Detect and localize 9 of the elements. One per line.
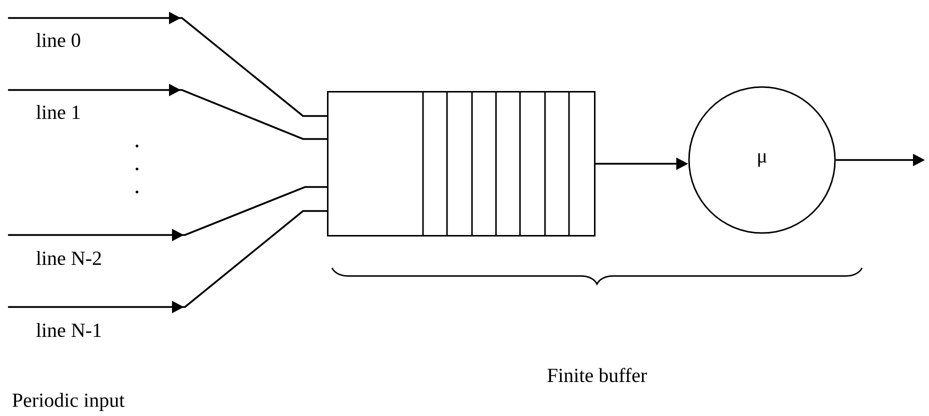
caption-label: Finite buffer <box>548 368 647 382</box>
caption-label: Periodic input <box>12 392 125 412</box>
queue-buffer-drawing <box>327 91 596 236</box>
line-label: line 0 <box>36 32 80 48</box>
arrow <box>8 12 327 117</box>
line-label: line N-2 <box>36 250 101 266</box>
arrow <box>8 84 327 140</box>
line-label: line 1 <box>36 104 80 120</box>
line-label: line N-1 <box>36 322 101 338</box>
